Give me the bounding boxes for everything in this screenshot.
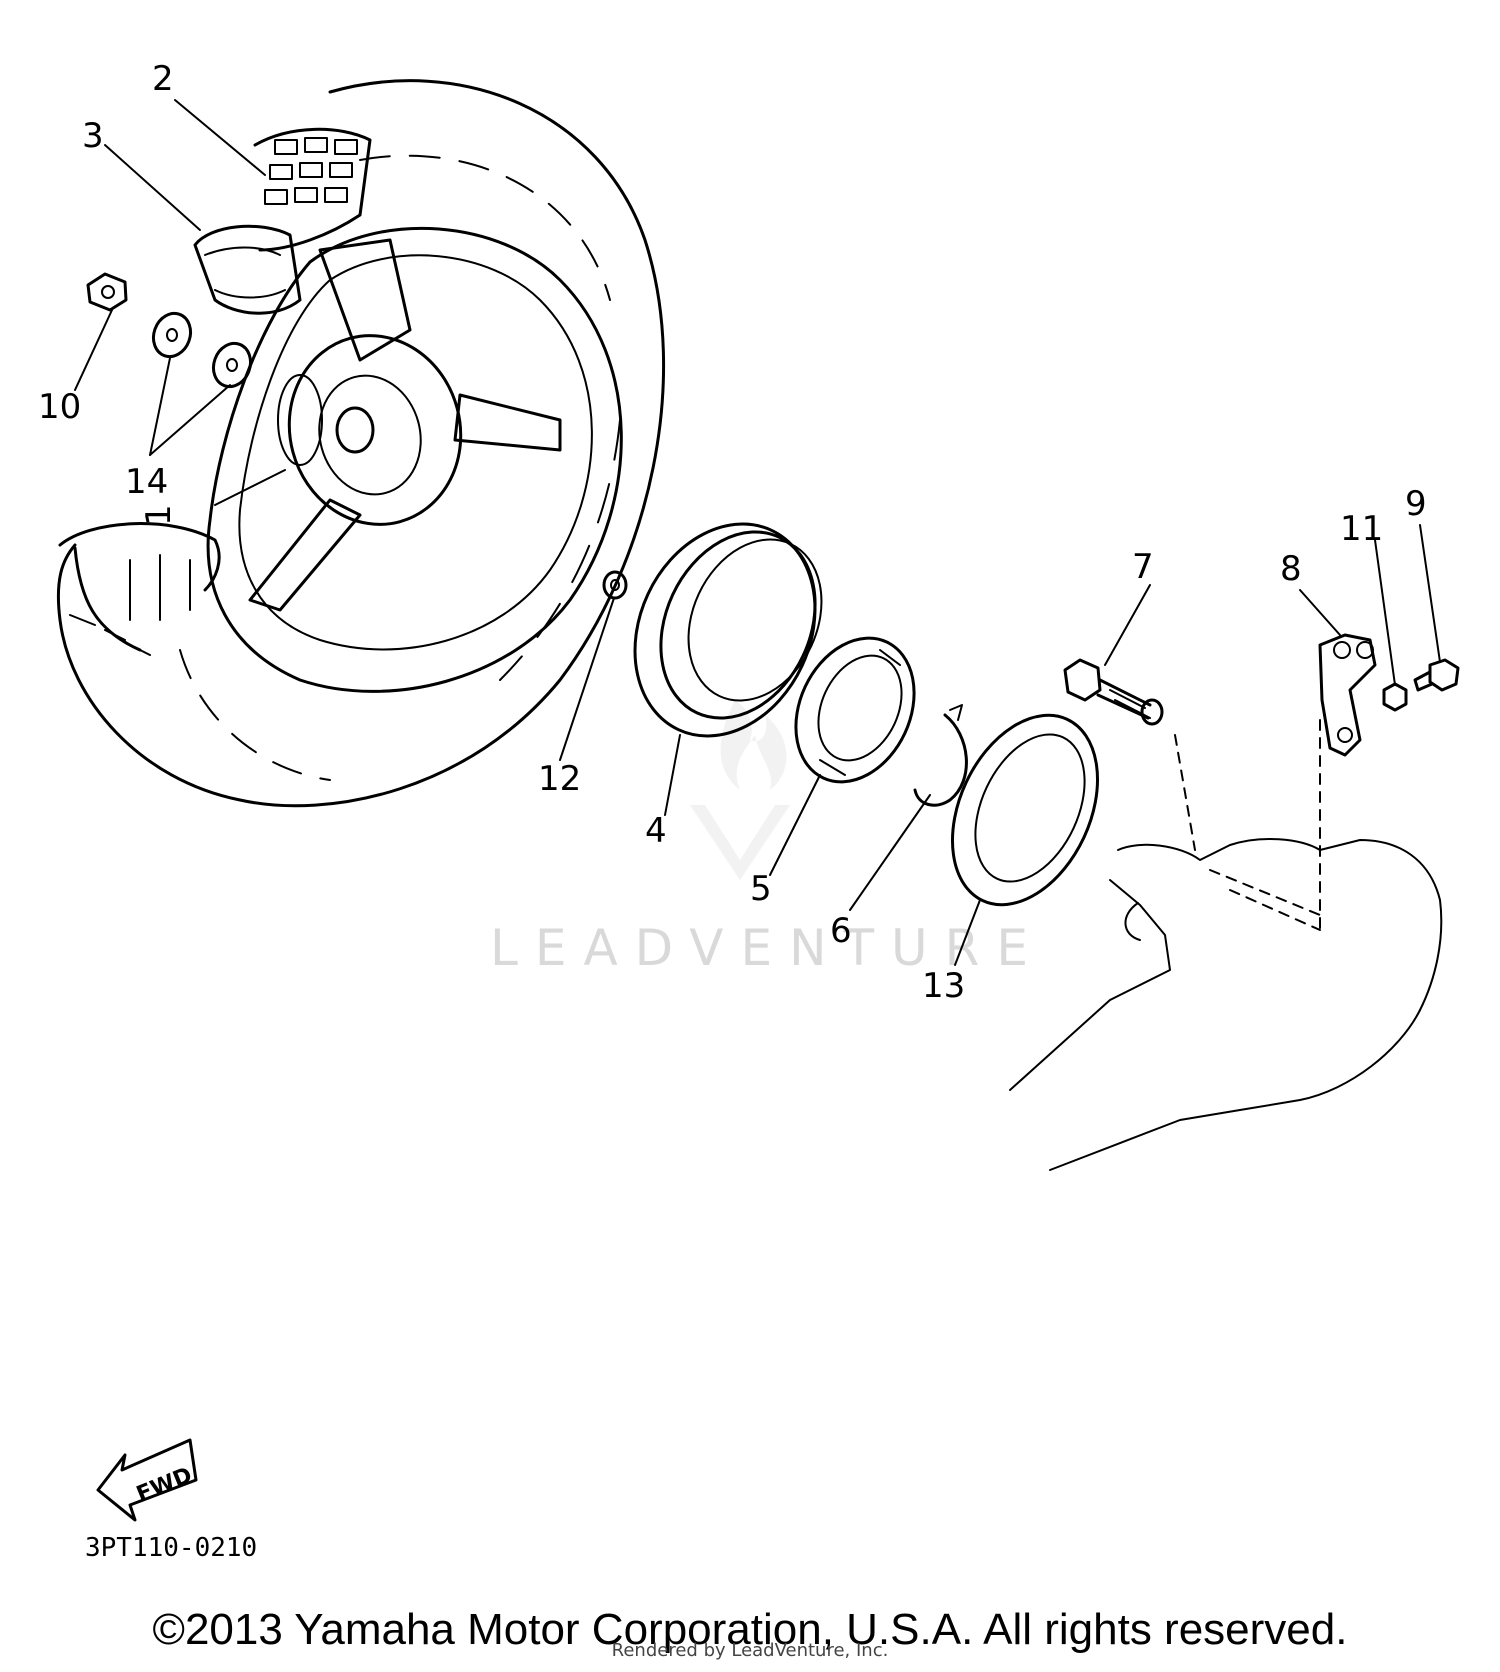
- diagram-code: 3PT110-0210: [85, 1533, 257, 1563]
- callout-13: 13: [922, 966, 965, 1006]
- lever-bolt[interactable]: [1413, 658, 1460, 692]
- swing-arm-outline: [1009, 837, 1443, 1171]
- brake-cam[interactable]: [1063, 658, 1164, 726]
- rendered-by-notice: Rendered by LeadVenture, Inc.: [611, 1640, 889, 1661]
- leader-lines: [74, 99, 1441, 966]
- tire[interactable]: [56, 79, 666, 808]
- axle-nut[interactable]: [86, 272, 128, 312]
- callout-2: 2: [152, 59, 174, 99]
- copyright-notice: ©2013 Yamaha Motor Corporation, U.S.A. A…: [152, 1605, 1348, 1654]
- cam-lever[interactable]: [1318, 633, 1377, 757]
- washers[interactable]: [148, 308, 257, 392]
- fwd-label: FWD: [133, 1463, 196, 1508]
- callout-11: 11: [1340, 509, 1383, 549]
- watermark: LEADVENTURE: [490, 700, 1045, 977]
- watermark-text: LEADVENTURE: [490, 919, 1045, 977]
- callout-7: 7: [1132, 547, 1154, 587]
- callout-6: 6: [830, 911, 852, 951]
- callout-3: 3: [82, 116, 104, 156]
- callout-12: 12: [538, 759, 581, 799]
- callout-10: 10: [38, 387, 81, 427]
- callout-14: 14: [125, 462, 168, 502]
- brake-shoe[interactable]: [773, 619, 936, 801]
- callout-4: 4: [645, 811, 667, 851]
- watermark-logo-icon: [690, 700, 790, 880]
- callout-1: 1: [139, 504, 179, 526]
- spring-clip[interactable]: [913, 704, 968, 807]
- callout-5: 5: [750, 869, 772, 909]
- callout-numbers: 1 2 3 4 5 6 7 8 9 10 11 12 13 14: [38, 59, 1427, 1006]
- tube[interactable]: [193, 224, 302, 315]
- lever-nut[interactable]: [1382, 682, 1408, 712]
- brake-drum[interactable]: [601, 494, 848, 765]
- callout-9: 9: [1405, 484, 1427, 524]
- fwd-arrow-icon: FWD: [96, 1438, 198, 1522]
- assembly-lines: [1174, 719, 1321, 931]
- rim[interactable]: [206, 226, 623, 693]
- brake-panel[interactable]: [924, 692, 1126, 928]
- callout-8: 8: [1280, 549, 1302, 589]
